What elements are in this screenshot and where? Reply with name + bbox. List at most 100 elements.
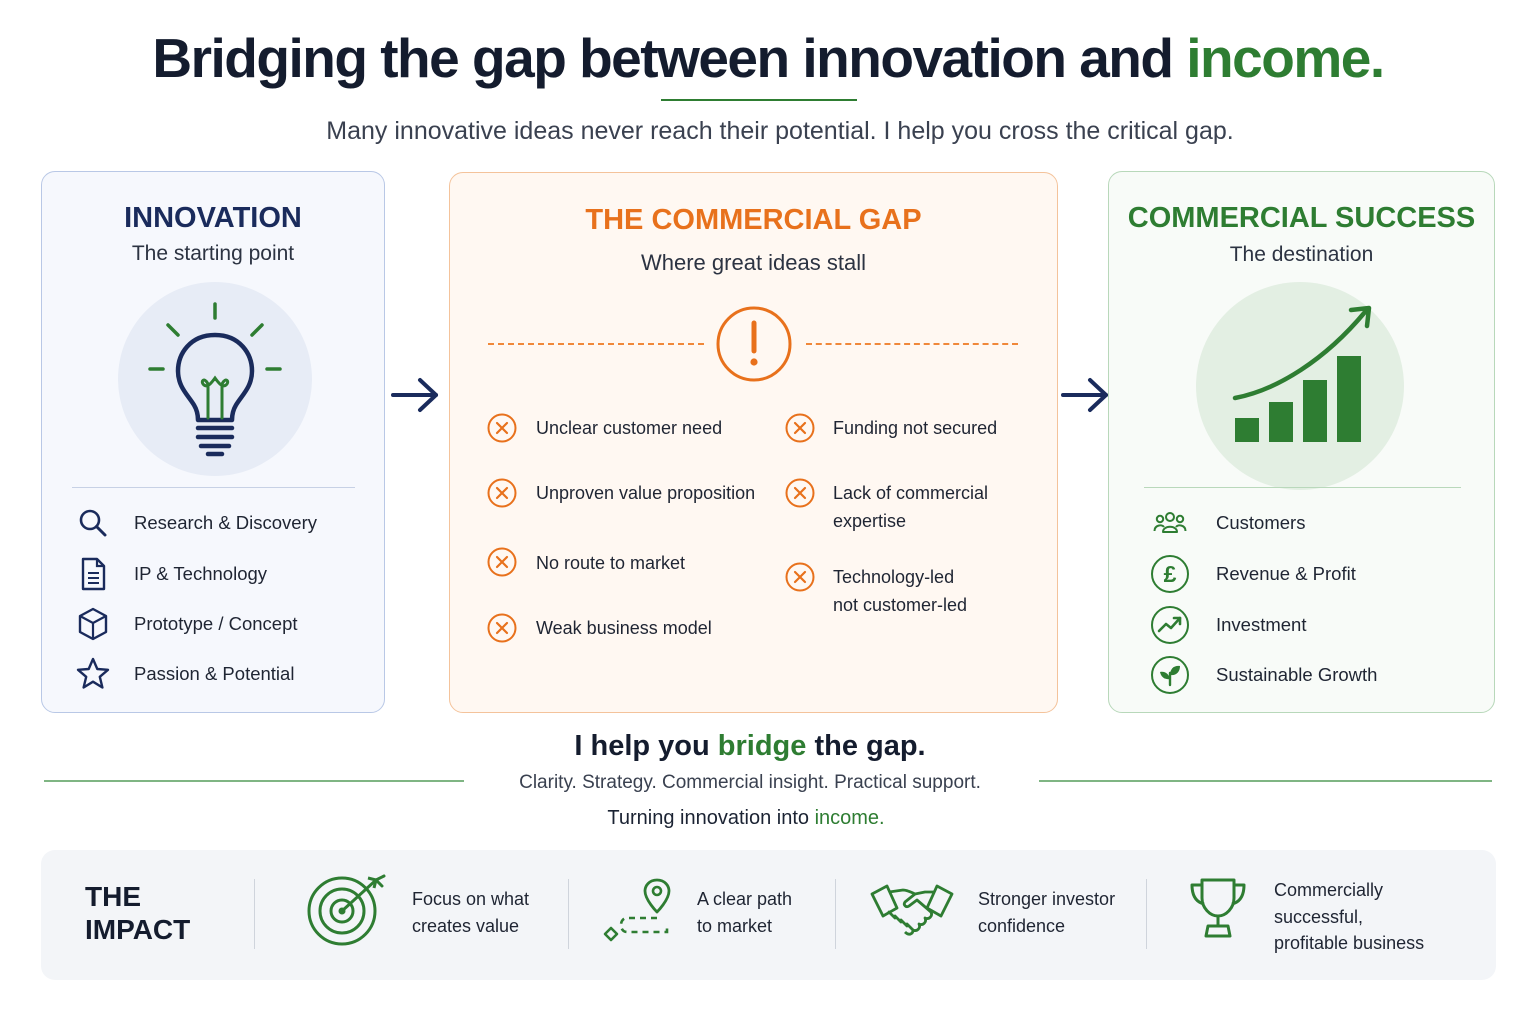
cube-icon (73, 604, 113, 644)
trend-up-icon (1150, 605, 1190, 645)
leaf-icon (1150, 655, 1190, 695)
success-item-label: Sustainable Growth (1216, 664, 1378, 685)
star-icon (73, 654, 113, 694)
bridge-title-post: the gap. (806, 730, 926, 762)
gap-item-label: Weak business model (536, 618, 712, 638)
bridge-title: I help you bridge the gap. (0, 730, 1500, 763)
gap-card: THE COMMERCIAL GAP Where great ideas sta… (449, 172, 1058, 713)
impact-separator (1146, 879, 1147, 949)
gap-item-line: Technology-led (833, 567, 955, 587)
impact-title-line: THE (85, 881, 141, 912)
gap-item-label: Lack of commercial expertise (833, 479, 988, 535)
innovation-item-label: IP & Technology (134, 563, 268, 584)
document-icon (73, 554, 113, 594)
bridge-tagline-accent: income. (814, 807, 885, 829)
gap-item-label: Technology-led not customer-led (833, 563, 967, 619)
title-main: Bridging the gap between innovation and (152, 27, 1187, 89)
success-item-customers: Customers (1150, 503, 1305, 543)
bridge-tagline-2: Turning innovation into income. (0, 807, 1492, 830)
innovation-card: INNOVATION The starting point Research &… (41, 171, 385, 713)
impact-item-text: Commercially successful, profitable busine… (1274, 877, 1424, 957)
impact-line: A clear path (697, 889, 793, 909)
innovation-item-research: Research & Discovery (73, 503, 317, 543)
impact-separator (254, 879, 255, 949)
impact-line: profitable business (1274, 933, 1425, 953)
impact-line: confidence (978, 915, 1066, 936)
x-circle-icon (785, 478, 815, 508)
impact-line: Stronger investor (978, 889, 1116, 909)
gap-item-line: not customer-led (833, 595, 968, 615)
impact-line: to market (697, 915, 773, 936)
x-circle-icon (785, 413, 815, 443)
success-title: COMMERCIAL SUCCESS (1127, 202, 1476, 234)
success-item-growth: Sustainable Growth (1150, 655, 1377, 695)
innovation-item-label: Prototype / Concept (134, 613, 298, 634)
x-circle-icon (487, 413, 517, 443)
bridge-tagline-pre: Turning innovation into (607, 807, 815, 829)
success-item-label: Revenue & Profit (1216, 563, 1356, 584)
impact-separator (568, 879, 569, 949)
impact-item-text: Stronger investor confidence (978, 886, 1115, 939)
innovation-title: INNOVATION (124, 202, 302, 234)
gap-item-label: Unproven value proposition (536, 483, 756, 503)
impact-title-line: IMPACT (85, 914, 191, 945)
innovation-divider (72, 487, 355, 488)
gap-item-line: Lack of commercial (833, 483, 989, 503)
x-circle-icon (487, 613, 517, 643)
innovation-item-label: Research & Discovery (134, 512, 318, 533)
bridge-tagline: Clarity. Strategy. Commercial insight. P… (519, 772, 981, 793)
gap-dash-right (806, 343, 1018, 345)
pound-icon: £ (1150, 554, 1190, 594)
warning-icon (716, 306, 792, 382)
arrow-right-icon (1061, 378, 1108, 412)
bridge-title-pre: I help you (574, 730, 718, 762)
impact-separator (835, 879, 836, 949)
innovation-subtitle: The starting point (131, 242, 295, 265)
x-circle-icon (487, 478, 517, 508)
search-icon (73, 503, 113, 543)
success-item-label: Customers (1216, 512, 1306, 533)
innovation-item-ip: IP & Technology (73, 554, 267, 594)
success-item-investment: Investment (1150, 605, 1307, 645)
impact-line: Focus on what (412, 889, 530, 909)
lightbulb-icon (148, 302, 282, 457)
impact-line: creates value (412, 915, 520, 936)
bridge-title-accent: bridge (717, 730, 807, 762)
impact-line: successful, (1274, 906, 1364, 927)
impact-line: Commercially (1274, 880, 1384, 900)
success-item-label: Investment (1216, 614, 1307, 635)
success-subtitle: The destination (1229, 243, 1374, 266)
page-subtitle: Many innovative ideas never reach their … (326, 117, 1234, 145)
growth-chart-icon (1232, 305, 1372, 442)
svg-text:£: £ (1164, 561, 1177, 587)
success-item-revenue: £ Revenue & Profit (1150, 554, 1356, 594)
page-title: Bridging the gap between innovation and … (0, 26, 1536, 90)
gap-title: THE COMMERCIAL GAP (585, 204, 922, 236)
innovation-item-label: Passion & Potential (134, 663, 295, 684)
success-card: COMMERCIAL SUCCESS The destination Custo… (1108, 171, 1495, 713)
target-icon (307, 874, 386, 946)
impact-item-text: Focus on what creates value (412, 886, 529, 939)
innovation-item-prototype: Prototype / Concept (73, 604, 298, 644)
bridge-line-right (1039, 780, 1492, 782)
trophy-icon (1190, 878, 1246, 938)
bridge-line-left (44, 780, 464, 782)
handshake-icon (870, 884, 954, 936)
path-icon (603, 878, 671, 942)
gap-item-line: expertise (833, 511, 907, 531)
impact-item-text: A clear path to market (697, 886, 792, 939)
title-accent: income. (1186, 27, 1385, 89)
title-underline (661, 99, 857, 101)
innovation-item-passion: Passion & Potential (73, 654, 294, 694)
gap-item-label: Unclear customer need (536, 418, 723, 438)
success-divider (1144, 487, 1461, 488)
arrow-right-icon (391, 378, 438, 412)
people-icon (1150, 503, 1190, 543)
gap-item-label: Funding not secured (833, 418, 998, 438)
gap-dash-left (488, 343, 704, 345)
x-circle-icon (487, 547, 517, 577)
gap-subtitle: Where great ideas stall (641, 250, 866, 275)
x-circle-icon (785, 562, 815, 592)
